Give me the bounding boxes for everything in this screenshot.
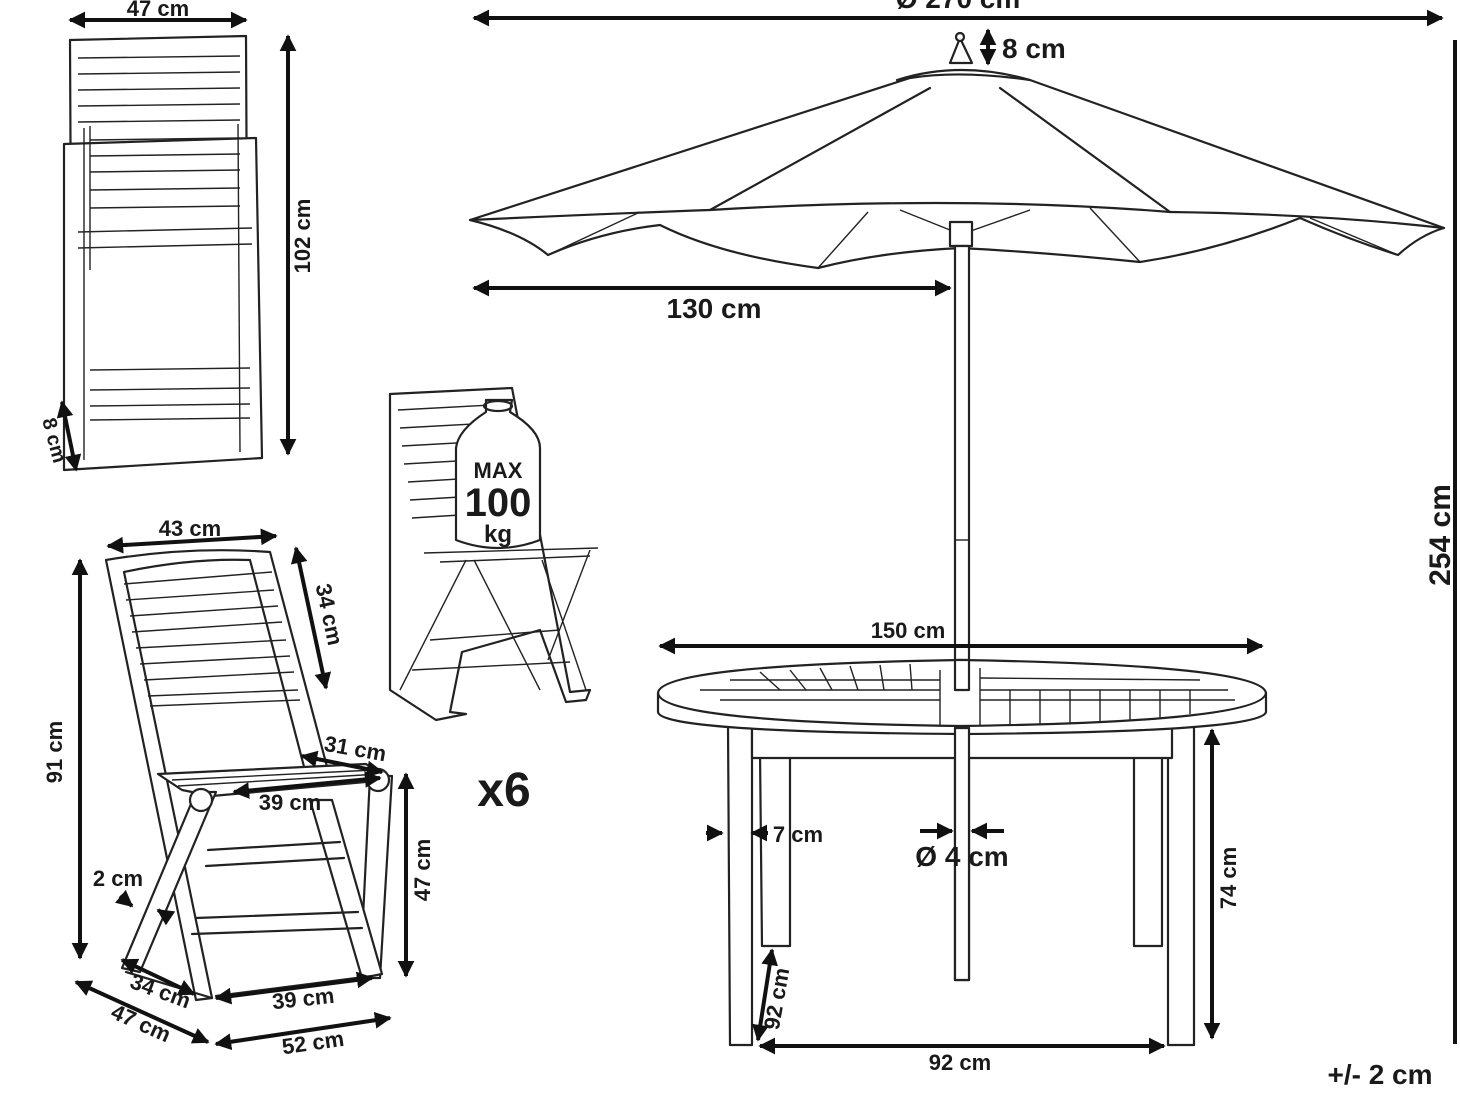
table-height-label: 74 cm [1216, 847, 1241, 909]
folded-chair-drawing [62, 34, 264, 472]
table-diameter-label: 150 cm [871, 618, 946, 643]
total-height-label: 254 cm [1424, 484, 1457, 586]
base-depth-outer-label: 47 cm [107, 999, 174, 1047]
chair-back-width-label: 43 cm [159, 516, 221, 541]
dimension-lines [56, 9, 1457, 1055]
tolerance-label: +/- 2 cm [1327, 1059, 1432, 1090]
seat-width-label: 39 cm [259, 790, 321, 815]
chair-side-drawing [104, 549, 394, 1002]
chair-height-label: 91 cm [42, 721, 67, 783]
seat-height-label: 47 cm [410, 839, 435, 901]
folded-height-label: 102 cm [290, 199, 315, 274]
weight-chair-drawing [388, 386, 599, 722]
dimension-labels: Ø 270 cm 8 cm 130 cm 254 cm 150 cm 7 cm … [37, 0, 1457, 1090]
umbrella-top-label: 8 cm [1002, 33, 1066, 64]
pole-diameter-label: Ø 4 cm [915, 841, 1008, 872]
folded-width-label: 47 cm [127, 0, 189, 21]
umbrella-diameter-label: Ø 270 cm [896, 0, 1021, 14]
base-width-inner-label: 39 cm [271, 983, 336, 1014]
quantity-label: x6 [477, 764, 530, 817]
weight-badge-max: MAX [474, 458, 523, 483]
umbrella-radius-label: 130 cm [667, 293, 762, 324]
leg-width-label: 7 cm [773, 822, 823, 847]
table-drawing [656, 658, 1268, 1047]
base-width-outer-label: 52 cm [280, 1026, 345, 1059]
weight-badge-unit: kg [484, 521, 512, 548]
leg-span-depth-label: 92 cm [759, 966, 794, 1032]
frame-thickness-label: 2 cm [93, 866, 143, 891]
leg-span-width-label: 92 cm [929, 1050, 991, 1075]
umbrella-drawing [468, 31, 1446, 982]
weight-badge-value: 100 [465, 481, 532, 525]
